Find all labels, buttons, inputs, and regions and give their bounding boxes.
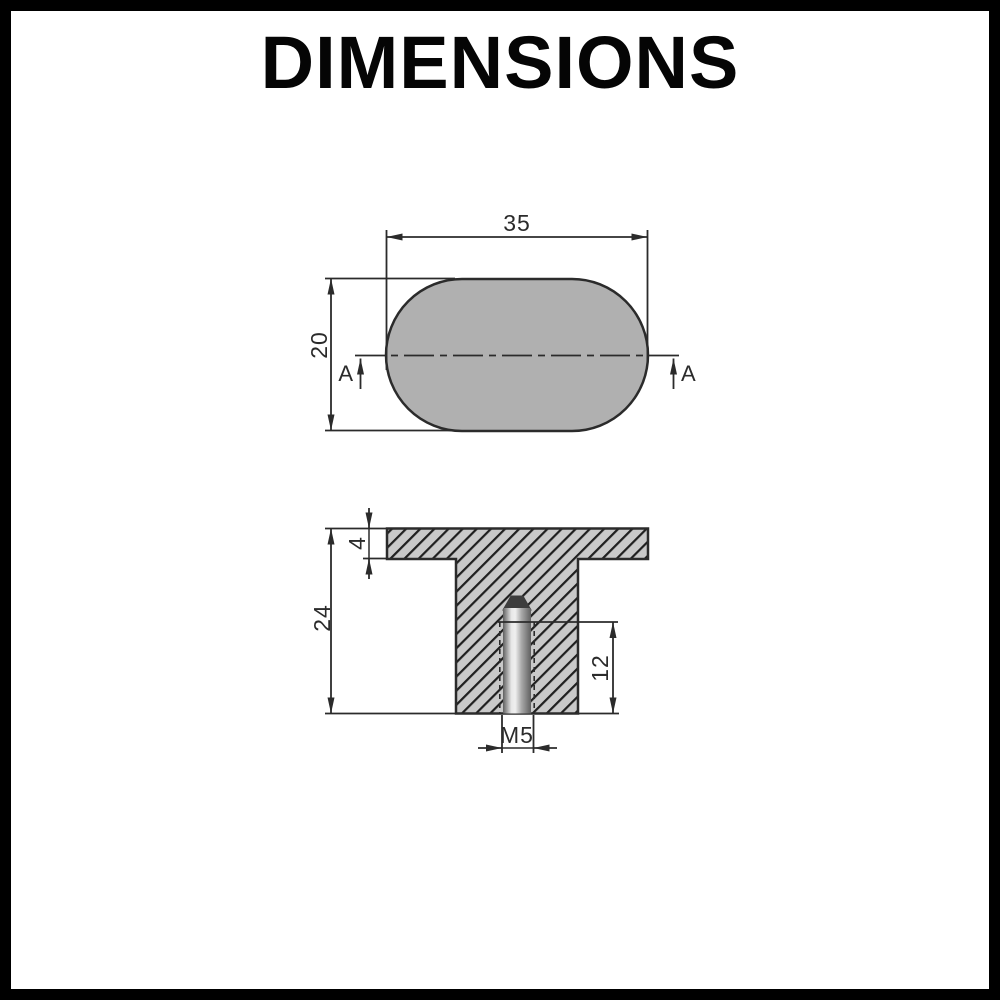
top-view-height-dimension: 20 (306, 277, 455, 432)
section-label: A (681, 361, 696, 386)
extension-lines (325, 527, 456, 715)
thread-size-dimension: M5 (478, 715, 557, 753)
extension-lines (385, 230, 649, 370)
dimension-label: 12 (587, 654, 613, 682)
total-height-dimension: 24 (309, 527, 456, 715)
threaded-hole (498, 595, 618, 714)
dimension-label: 20 (306, 331, 332, 359)
dimension-label: 24 (309, 604, 335, 632)
extension-lines (325, 277, 455, 432)
page-title: DIMENSIONS (260, 21, 740, 104)
section-marker-left: A (338, 358, 364, 389)
top-view-width-dimension: 35 (385, 210, 649, 370)
flange-thickness-dimension: 4 (344, 508, 387, 579)
section-view: 4 24 12 M5 (309, 508, 650, 753)
dimension-label: M5 (500, 722, 534, 748)
dimension-label: 4 (344, 536, 370, 550)
section-label: A (338, 361, 353, 386)
section-marker-right: A (670, 358, 696, 389)
hole-bore (503, 608, 531, 714)
dimension-label: 35 (503, 210, 531, 236)
top-view: 35 20 A A (306, 210, 696, 433)
thread-depth-dimension: 12 (578, 622, 619, 715)
